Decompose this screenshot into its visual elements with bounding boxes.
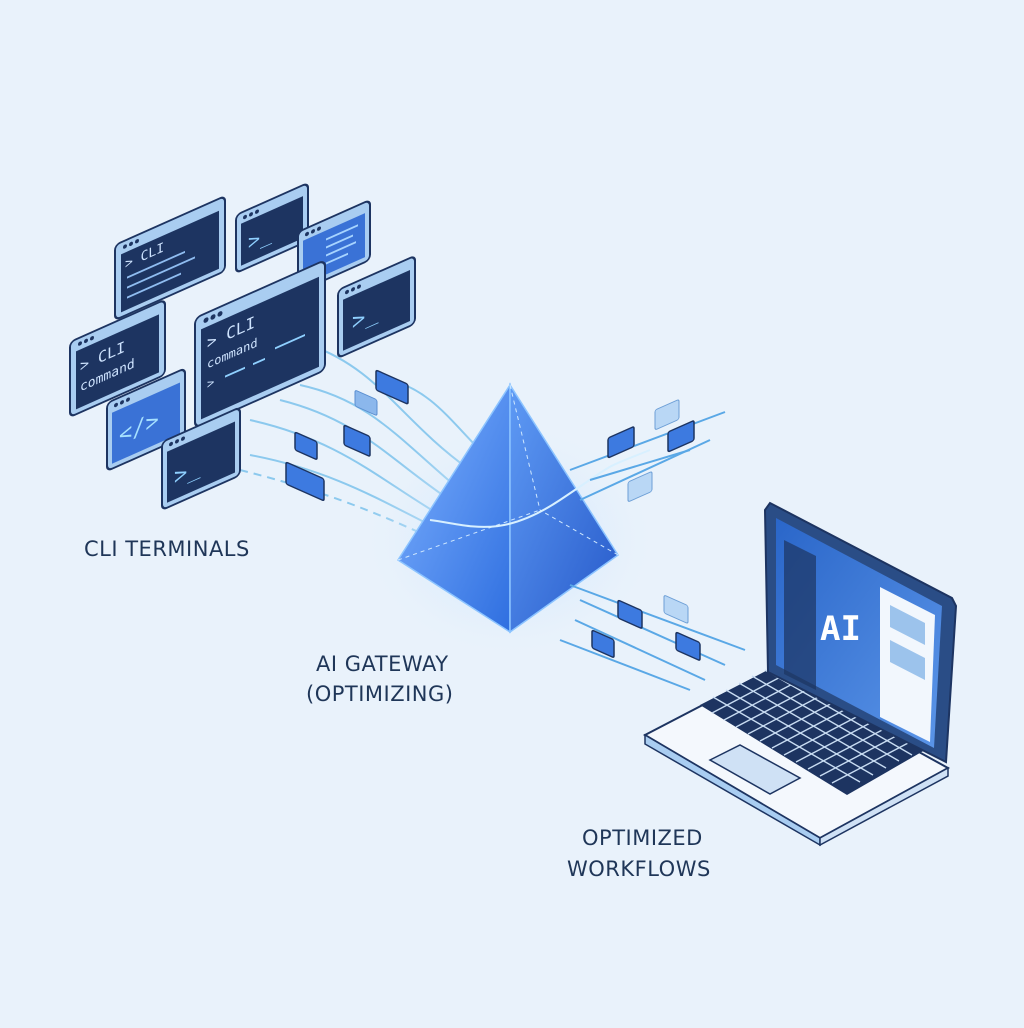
terminal-window[interactable]: >_ <box>337 256 416 358</box>
packet <box>343 424 371 457</box>
terminal-text: > <box>207 374 215 392</box>
terminal-window[interactable]: > CLI <box>114 196 226 320</box>
trackpad <box>708 744 802 795</box>
packet <box>675 631 701 661</box>
packet <box>591 629 615 658</box>
packet <box>375 369 409 405</box>
packet <box>667 420 695 453</box>
packet <box>654 399 680 430</box>
packet <box>627 471 653 502</box>
optimized-workflows-label-line1: OPTIMIZED <box>582 826 703 850</box>
ai-gateway-label: AI GATEWAY <box>316 652 449 676</box>
packet <box>285 461 325 502</box>
packet <box>354 390 378 416</box>
optimized-workflows-label-line2: WORKFLOWS <box>567 857 711 881</box>
packet <box>607 426 635 459</box>
laptop: AI <box>642 501 958 847</box>
packet <box>294 431 318 460</box>
data-packets-in <box>285 369 409 502</box>
terminal-window[interactable]: </> <box>106 368 186 471</box>
terminal-window[interactable]: > CLI command > <box>194 260 326 428</box>
terminal-window[interactable]: >_ <box>161 407 241 510</box>
ai-gateway-pyramid <box>360 382 660 660</box>
packet <box>617 599 643 629</box>
terminal-window[interactable]: >_ <box>235 183 309 273</box>
ai-gateway-sublabel: (OPTIMIZING) <box>306 682 454 706</box>
cli-terminals-label: CLI TERMINALS <box>84 537 250 561</box>
cli-terminals-group: > CLI >_ > CLI command <box>69 183 416 510</box>
keyboard <box>700 665 925 795</box>
packet <box>663 595 689 624</box>
ai-screen-text: AI <box>820 609 861 649</box>
data-packets-out <box>591 399 701 661</box>
data-flow-lines-out <box>559 411 746 691</box>
terminal-window[interactable]: > CLI command <box>69 300 166 417</box>
